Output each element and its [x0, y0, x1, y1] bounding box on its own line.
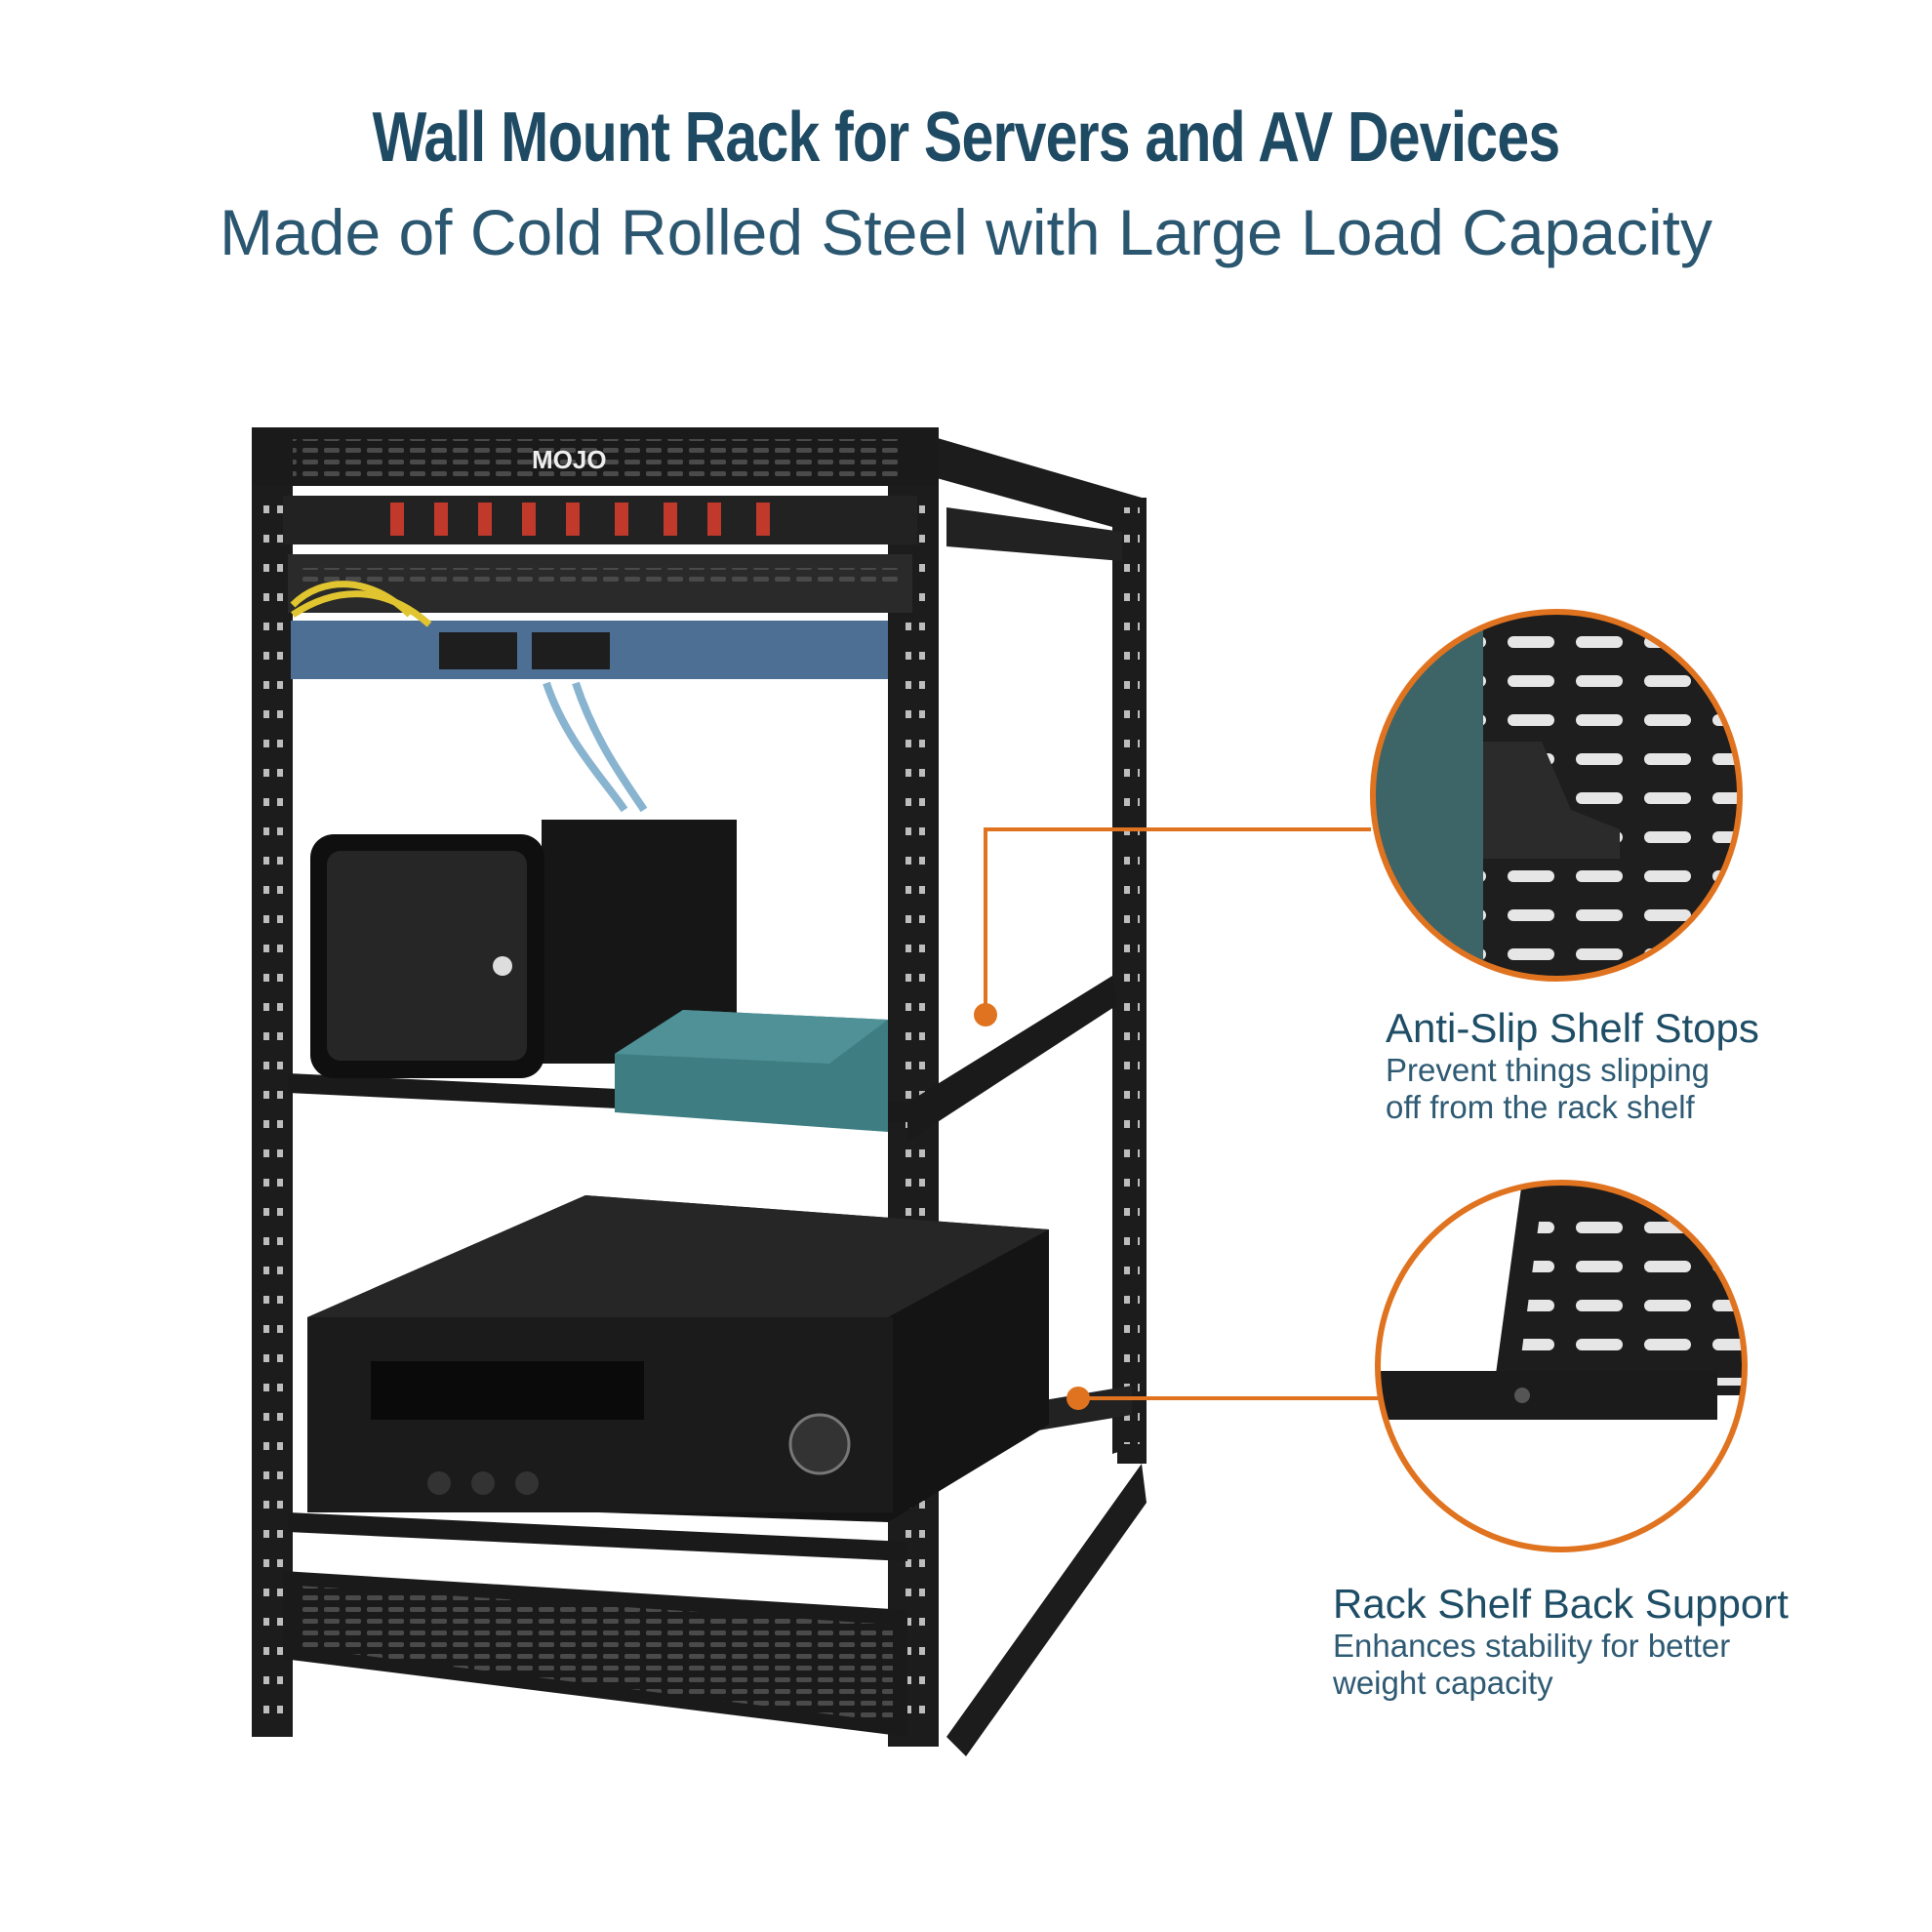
firewall-device: [615, 1010, 888, 1132]
network-switch: [291, 621, 888, 679]
patch-panel: [288, 554, 912, 613]
header: Wall Mount Rack for Servers and AV Devic…: [0, 98, 1932, 269]
rack-logo: MOJO: [532, 445, 607, 474]
callout-description-line: Enhances stability for better: [1333, 1628, 1731, 1664]
callout-line-1: [974, 827, 1371, 1026]
callout-back-support: Rack Shelf Back Support Enhances stabili…: [1333, 1581, 1789, 1702]
callout-title: Rack Shelf Back Support: [1333, 1581, 1789, 1627]
av-receiver: [307, 1195, 1049, 1522]
callout-shelf-stops: Anti-Slip Shelf Stops Prevent things sli…: [1386, 1005, 1759, 1126]
power-strip: [283, 496, 917, 544]
callout-description-line: Prevent things slipping: [1386, 1052, 1711, 1088]
page-title: Wall Mount Rack for Servers and AV Devic…: [372, 99, 1561, 177]
page-subtitle: Made of Cold Rolled Steel with Large Loa…: [220, 196, 1712, 268]
detail-circle-back-support: [1375, 1180, 1748, 1552]
callout-description-line: off from the rack shelf: [1386, 1088, 1695, 1125]
callout-title: Anti-Slip Shelf Stops: [1386, 1005, 1759, 1051]
callout-description-line: weight capacity: [1333, 1664, 1553, 1701]
server-cube: [310, 820, 737, 1078]
callout-line-2: [1067, 1387, 1378, 1410]
detail-circle-shelf-stops: [1370, 609, 1743, 982]
rack-frame: [252, 427, 1147, 1756]
